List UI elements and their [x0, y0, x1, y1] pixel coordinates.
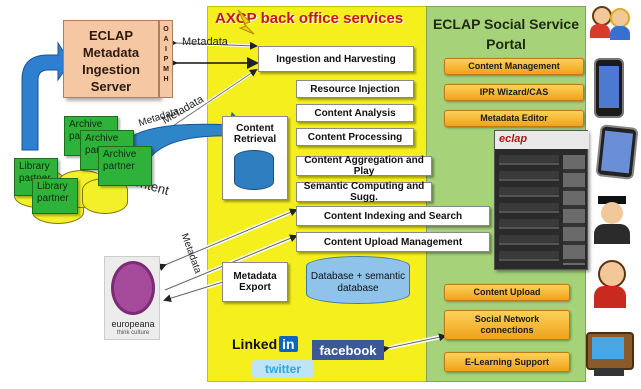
europeana-text: europeana — [111, 319, 155, 329]
social-arrow — [381, 333, 447, 354]
linkedin-logo[interactable]: Linked in — [232, 334, 298, 354]
facebook-logo[interactable]: facebook — [312, 340, 384, 360]
service-ingestion-harvesting[interactable]: Ingestion and Harvesting — [258, 46, 414, 72]
service-label: Semantic Computing and Sugg. — [303, 181, 425, 203]
mobile-device-icon — [595, 124, 639, 180]
portal-screenshot: eclap — [494, 130, 589, 270]
student-icon — [590, 196, 634, 246]
service-label: Ingestion and Harvesting — [276, 53, 396, 65]
metadata-ingestion-server: ECLAP Metadata Ingestion Server — [63, 20, 159, 98]
retrieval-db-icon — [234, 150, 274, 190]
ipr-wizard-button[interactable]: IPR Wizard/CAS — [444, 84, 584, 101]
service-content-analysis[interactable]: Content Analysis — [296, 104, 414, 122]
database-label: Database + semantic database — [310, 271, 406, 294]
twitter-logo[interactable]: twitter — [252, 360, 314, 378]
indexing-arrow — [157, 208, 298, 272]
eclap-logo: eclap — [499, 133, 528, 145]
elearning-button[interactable]: E-Learning Support — [444, 352, 570, 372]
button-label: Content Upload — [473, 287, 541, 297]
content-management-button[interactable]: Content Management — [444, 58, 584, 75]
archive-label: Archive partner — [103, 149, 137, 172]
service-content-upload-mgmt[interactable]: Content Upload Management — [296, 232, 490, 252]
europeana-emblem-icon — [111, 261, 155, 315]
content-upload-button[interactable]: Content Upload — [444, 284, 570, 301]
service-content-aggregation[interactable]: Content Aggregation and Play — [296, 155, 432, 177]
service-content-indexing[interactable]: Content Indexing and Search — [296, 206, 490, 226]
service-resource-injection[interactable]: Resource Injection — [296, 80, 414, 98]
facebook-text: facebook — [319, 342, 377, 358]
button-label: Metadata Editor — [480, 113, 548, 123]
library-label: Library partner — [37, 181, 69, 204]
button-label: IPR Wizard/CAS — [479, 87, 549, 97]
portal-title: ECLAP Social Service Portal — [432, 16, 580, 52]
smartphone-icon — [594, 58, 624, 118]
service-label: Content Aggregation and Play — [304, 155, 424, 177]
screenshot-header — [495, 131, 589, 149]
service-label: Content Analysis — [314, 107, 396, 119]
button-label: Social Network connections — [474, 314, 540, 335]
service-semantic-computing[interactable]: Semantic Computing and Sugg. — [296, 181, 432, 203]
computer-icon — [580, 330, 634, 380]
service-label: Resource Injection — [310, 83, 400, 95]
service-content-processing[interactable]: Content Processing — [296, 128, 414, 146]
backoffice-title: AXCP back office services — [215, 10, 404, 27]
linkedin-text: Linked — [232, 336, 278, 352]
metadata-editor-button[interactable]: Metadata Editor — [444, 110, 584, 127]
social-network-button[interactable]: Social Network connections — [444, 310, 570, 340]
button-label: Content Management — [468, 61, 560, 71]
metadata-export-box[interactable]: Metadata Export — [222, 262, 288, 302]
twitter-text: twitter — [265, 362, 301, 376]
screenshot-sidebar — [563, 155, 585, 265]
metadata-label-top: Metadata — [182, 36, 228, 48]
europeana-subtext: think culture — [116, 330, 150, 336]
service-label: Content Indexing and Search — [323, 210, 463, 222]
screenshot-content — [499, 155, 559, 265]
database-cylinder: Database + semantic database — [306, 256, 410, 304]
oai-letters: O A I P M H — [163, 26, 169, 83]
service-label: Content Processing — [307, 131, 403, 143]
service-label: Content Upload Management — [323, 236, 463, 248]
oai-pmh-port: O A I P M H — [159, 20, 173, 98]
user-headset-icon — [590, 258, 630, 310]
linkedin-in: in — [279, 336, 298, 352]
metadata-export-label: Metadata Export — [233, 271, 277, 293]
europeana-logo: europeana think culture — [104, 256, 160, 340]
export-arrow — [163, 281, 224, 303]
users-icon — [588, 4, 634, 40]
library-partner-box: Library partner — [32, 178, 78, 214]
lightning-icon — [237, 9, 255, 35]
button-label: E-Learning Support — [465, 356, 549, 367]
server-label: ECLAP Metadata Ingestion Server — [82, 28, 140, 94]
archive-partner-box: Archive partner — [98, 146, 152, 186]
content-retrieval-label: Content Retrieval — [233, 123, 277, 145]
